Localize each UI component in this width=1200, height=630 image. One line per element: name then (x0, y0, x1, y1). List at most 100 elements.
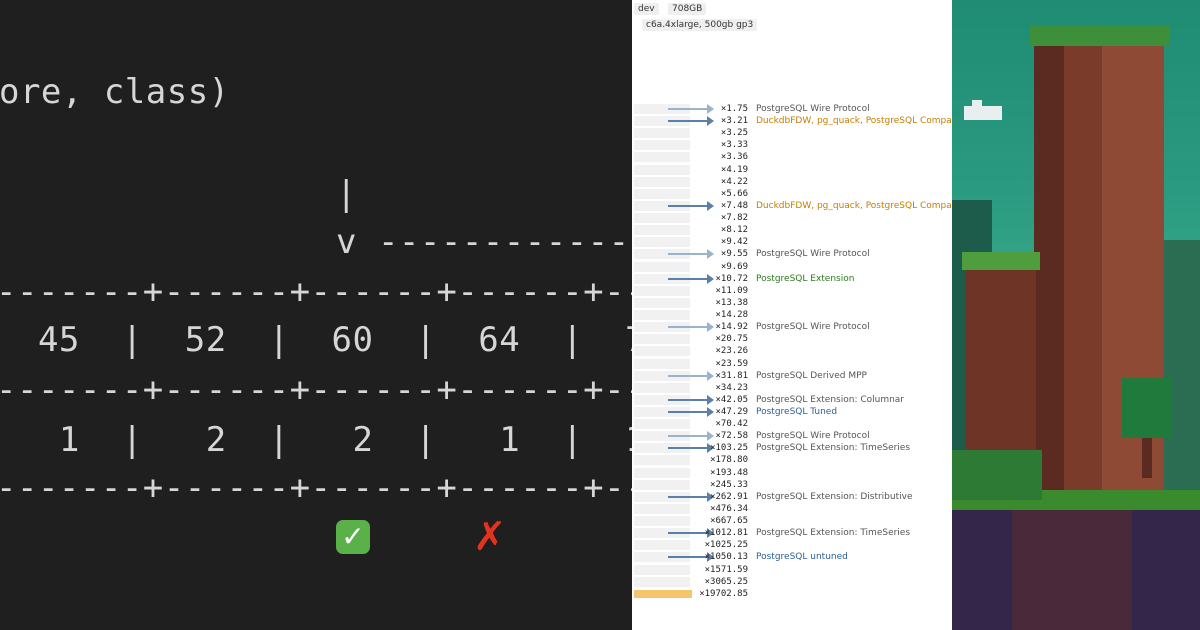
row-band (634, 249, 690, 260)
multiplier-value: ×193.48 (710, 467, 748, 478)
row-band (634, 528, 690, 539)
benchmark-row: ×3.25 (632, 127, 952, 139)
row-band (634, 200, 690, 211)
terminal-table-border: -------+------+------+------+------+--- (0, 272, 632, 312)
terminal-line-pipe: | (336, 174, 357, 214)
cloud (964, 106, 1002, 120)
multiplier-value: ×9.69 (720, 261, 748, 272)
multiplier-value: ×10.72 (715, 273, 748, 284)
category-label: PostgreSQL Wire Protocol (756, 104, 870, 114)
benchmark-row: ×10.72 PostgreSQL Extension (632, 273, 952, 285)
benchmark-row: ×476.34 (632, 503, 952, 515)
arrow-icon (668, 104, 714, 114)
arrow-icon (668, 273, 714, 284)
category-label: PostgreSQL Derived MPP (756, 370, 867, 381)
row-band (634, 213, 690, 224)
benchmark-row: ×667.65 (632, 515, 952, 527)
arrow-icon (668, 431, 714, 442)
category-label: PostgreSQL Extension (756, 273, 855, 284)
benchmark-row: ×4.19 (632, 164, 952, 176)
row-band (634, 225, 690, 236)
arrow-icon (668, 407, 714, 417)
category-label: DuckdbFDW, pg_quack, PostgreSQL Compatib… (756, 200, 952, 211)
multiplier-value: ×34.23 (715, 382, 748, 393)
benchmark-row: ×3.36 (632, 151, 952, 163)
benchmark-row: ×4.22 (632, 176, 952, 188)
row-band (634, 237, 690, 248)
short-pillar-grass (962, 252, 1040, 270)
multiplier-value: ×1571.59 (704, 564, 748, 575)
benchmark-row: ×47.29 PostgreSQL Tuned (632, 406, 952, 418)
arrow-icon (668, 249, 714, 260)
arrow-icon (668, 552, 714, 563)
row-band (634, 443, 690, 454)
row-band (634, 140, 690, 151)
row-band (634, 346, 690, 357)
multiplier-value: ×1050.13 (704, 552, 748, 563)
row-band (634, 358, 690, 369)
row-band (634, 261, 690, 272)
benchmark-row: ×70.42 (632, 418, 952, 430)
benchmark-row: ×5.66 (632, 188, 952, 200)
row-band (634, 479, 690, 490)
benchmark-row: ×3.33 (632, 139, 952, 151)
row-band (634, 491, 690, 502)
benchmark-row: ×1025.25 (632, 539, 952, 551)
header-tag-storage: 708GB (668, 3, 707, 15)
row-band (634, 467, 690, 478)
benchmark-row: ×1571.59 (632, 564, 952, 576)
pillar-grass-top (1030, 26, 1170, 46)
multiplier-value: ×178.80 (710, 455, 748, 466)
pixel-art-image (952, 0, 1200, 630)
background-foliage (1162, 240, 1200, 500)
benchmark-row: ×7.48 DuckdbFDW, pg_quack, PostgreSQL Com… (632, 200, 952, 212)
arrow-icon (668, 491, 714, 502)
category-label: PostgreSQL Extension: TimeSeries (756, 443, 911, 454)
multiplier-value: ×42.05 (715, 394, 748, 405)
multiplier-value: ×3.36 (720, 152, 748, 163)
row-band (634, 503, 690, 514)
row-band (634, 382, 690, 393)
benchmark-row: ×245.33 (632, 479, 952, 491)
benchmark-row: ×20.75 (632, 333, 952, 345)
terminal-line-call: core, class) (0, 72, 230, 112)
row-band (634, 540, 690, 551)
arrow-icon (668, 370, 714, 381)
row-band (634, 564, 690, 575)
row-band (634, 370, 690, 381)
row-band (634, 188, 690, 199)
category-label: PostgreSQL Wire Protocol (756, 249, 870, 260)
category-label: PostgreSQL Tuned (756, 407, 838, 417)
check-mark-icon: ✓ (336, 520, 370, 554)
terminal-line-arrow: v ------------ (336, 222, 630, 262)
multiplier-value: ×8.12 (720, 225, 748, 236)
multiplier-value: ×103.25 (710, 443, 748, 454)
category-label: PostgreSQL Extension: Columnar (756, 394, 905, 405)
multiplier-value: ×1012.81 (704, 528, 748, 539)
multiplier-value: ×245.33 (710, 479, 748, 490)
multiplier-value: ×5.66 (720, 188, 748, 199)
multiplier-value: ×70.42 (715, 419, 748, 430)
row-band (634, 431, 690, 442)
multiplier-value: ×47.29 (715, 407, 748, 417)
arrow-icon (668, 528, 714, 539)
benchmark-row: ×3065.25 (632, 576, 952, 588)
category-label: PostgreSQL Extension: Distributive (756, 491, 913, 502)
arrow-icon (668, 322, 714, 333)
multiplier-value: ×9.55 (720, 249, 748, 260)
multiplier-value: ×262.91 (710, 491, 748, 502)
row-band (634, 407, 690, 417)
benchmark-row: ×7.82 (632, 212, 952, 224)
arrow-icon (668, 394, 714, 405)
row-band (634, 285, 690, 296)
terminal-panel: core, class) | v ------------ -------+--… (0, 72, 632, 557)
row-band (634, 394, 690, 405)
benchmark-row: ×23.26 (632, 345, 952, 357)
multiplier-value: ×7.48 (720, 200, 748, 211)
